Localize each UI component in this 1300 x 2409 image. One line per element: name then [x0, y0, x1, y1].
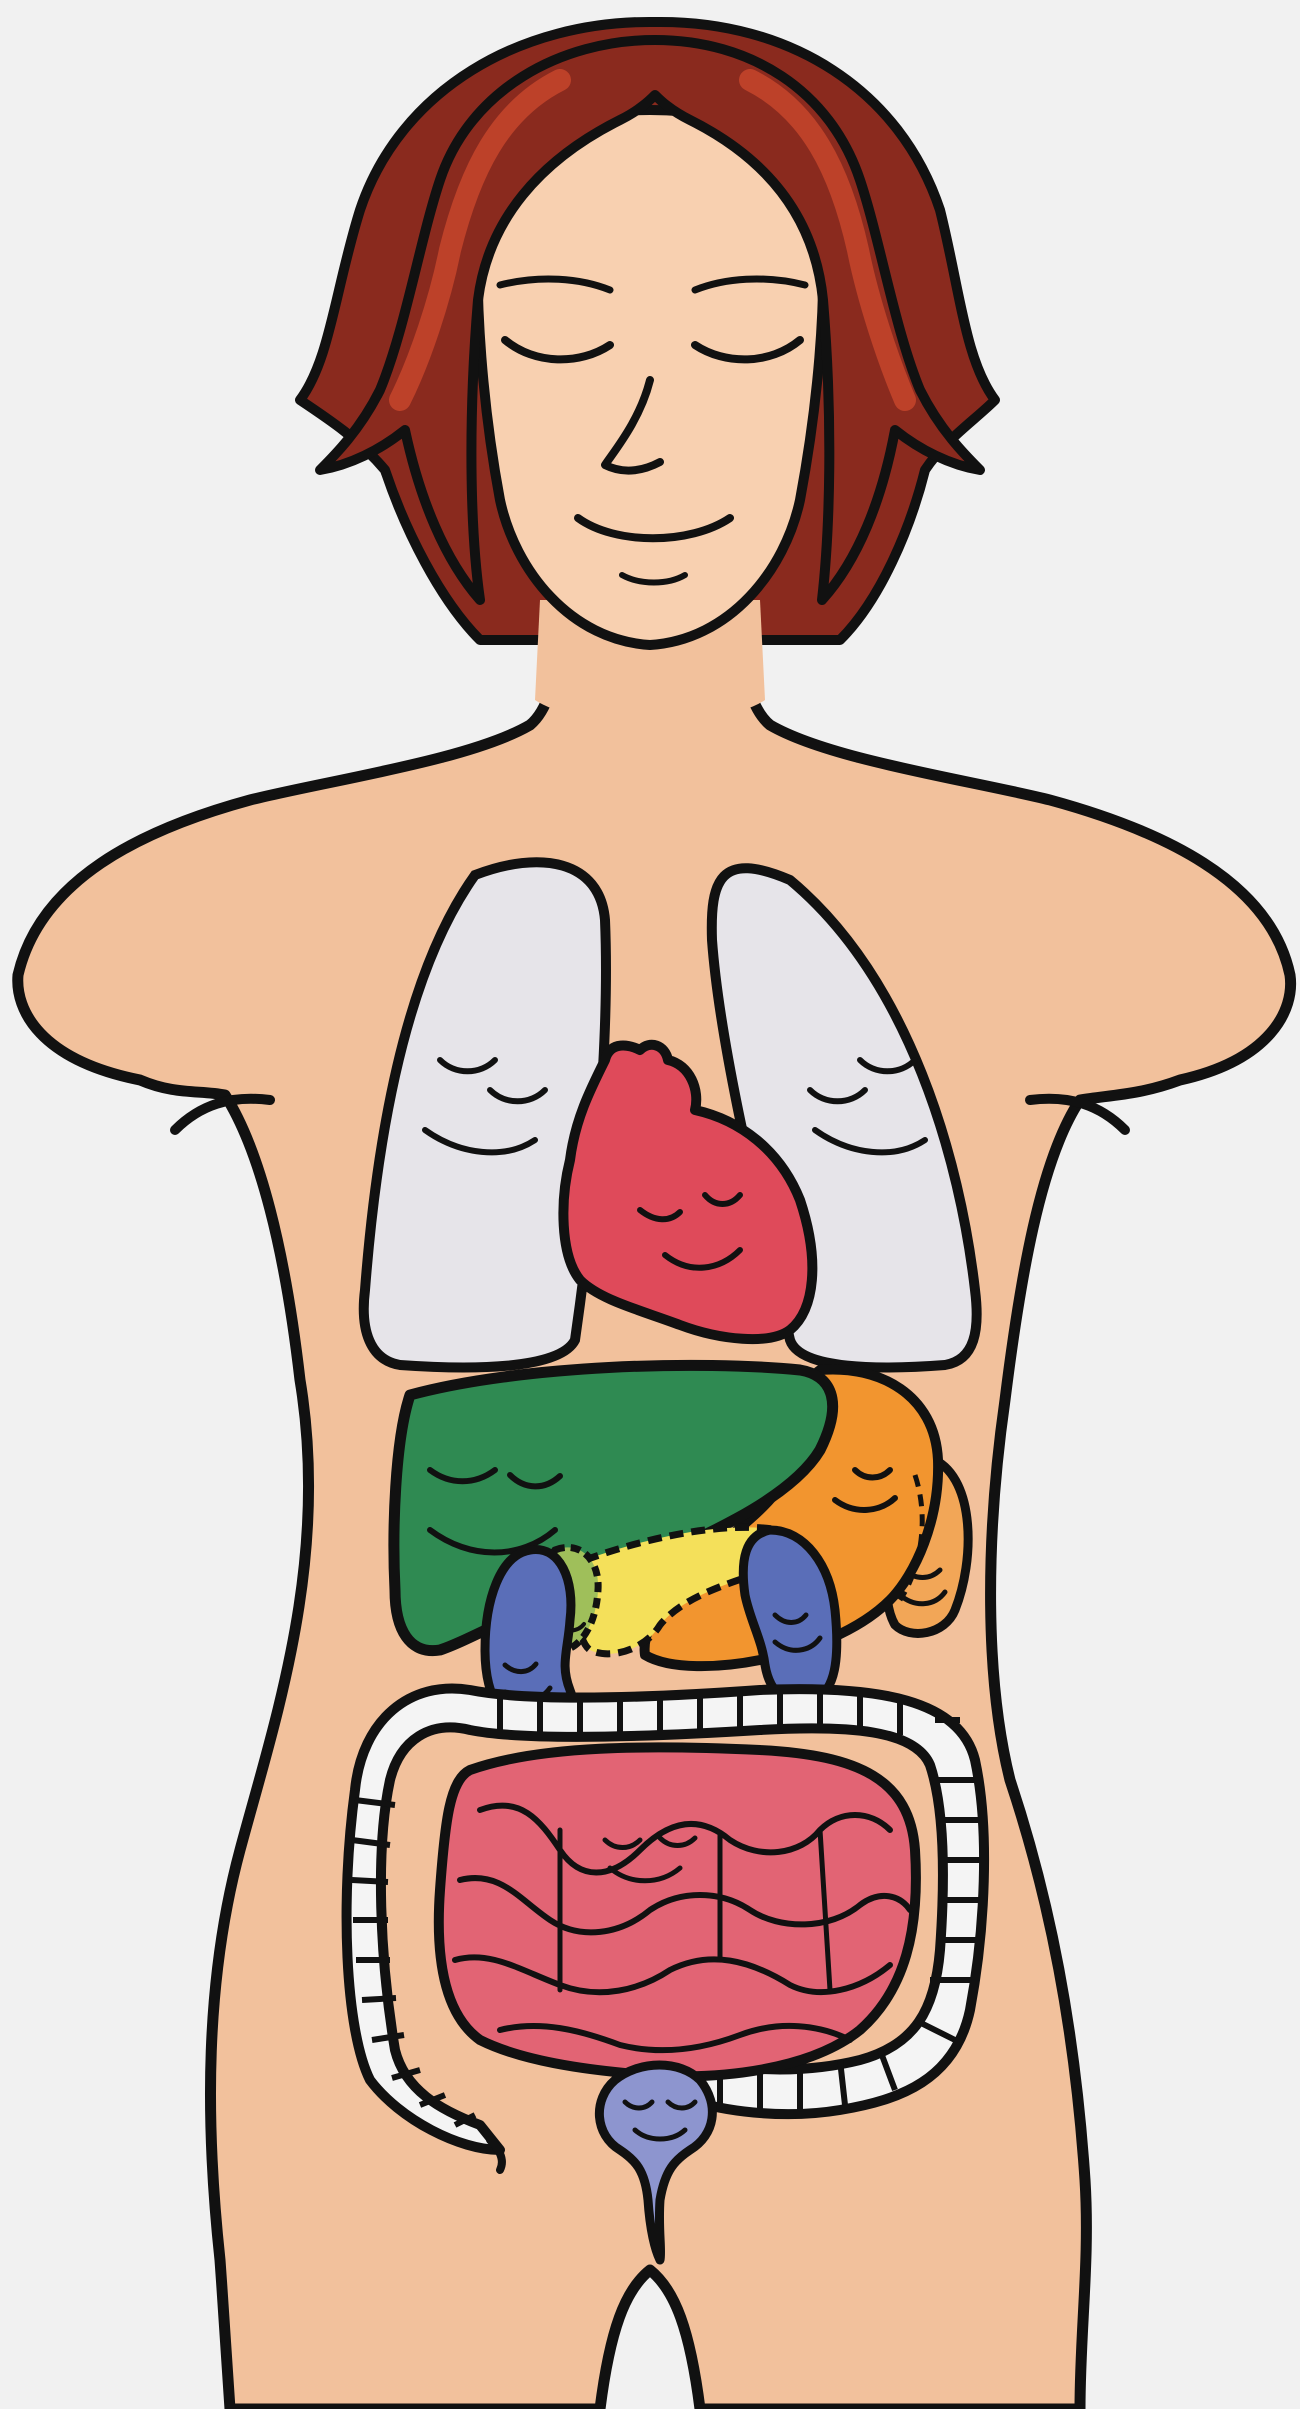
- intestine-icon: [439, 1747, 916, 2076]
